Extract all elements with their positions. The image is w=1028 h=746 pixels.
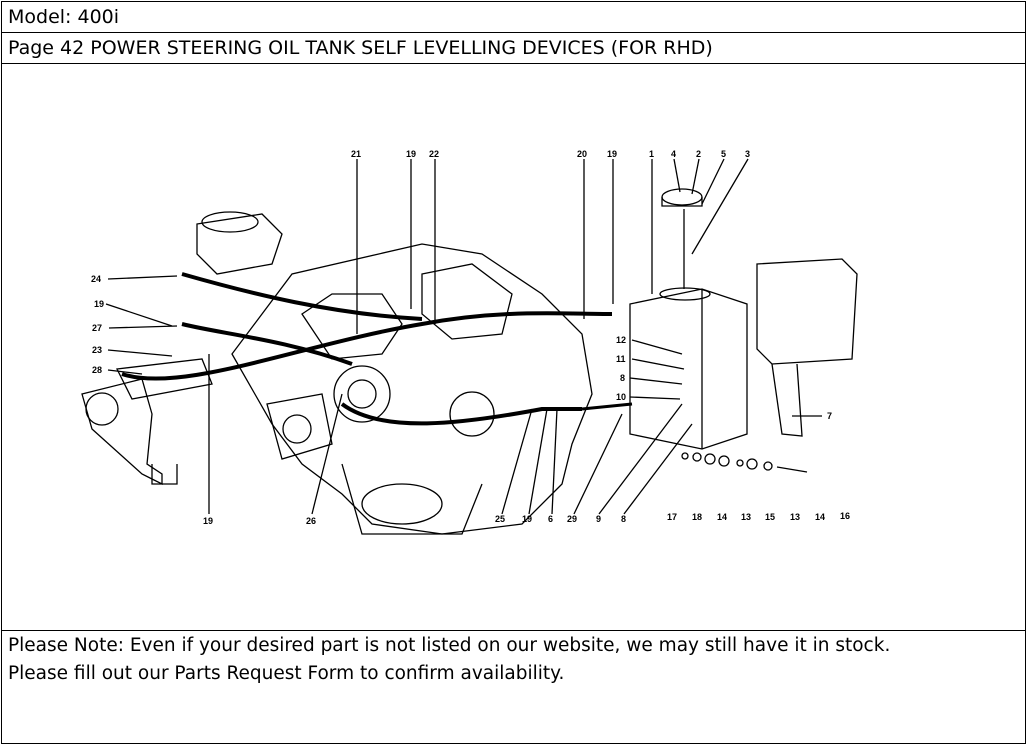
callout-label: 6: [548, 514, 553, 524]
note-line-1: Please Note: Even if your desired part i…: [8, 635, 891, 656]
parts-diagram: 21 19 22 20 19 1 4 2 5 3 24 19 27 23 28 …: [81, 149, 858, 535]
callout-label: 13: [741, 512, 751, 522]
callout-label: 25: [495, 514, 505, 524]
callout-label: 12: [616, 335, 626, 345]
model-label: Model: 400i: [8, 6, 120, 28]
callout-label: 4: [671, 149, 676, 159]
callout-label: 8: [621, 514, 626, 524]
callout-label: 17: [667, 512, 677, 522]
callout-label: 23: [92, 345, 102, 355]
callout-label: 19: [203, 516, 213, 526]
callout-label: 20: [577, 149, 587, 159]
callout-label: 24: [91, 274, 101, 284]
callout-label: 21: [351, 149, 361, 159]
diagram-area: 21 19 22 20 19 1 4 2 5 3 24 19 27 23 28 …: [2, 64, 1025, 631]
page-title: Page 42 POWER STEERING OIL TANK SELF LEV…: [8, 37, 713, 59]
callout-label: 10: [616, 392, 626, 402]
engine-drawing: [81, 158, 858, 535]
callout-labels: 21 19 22 20 19 1 4 2 5 3 24 19 27 23 28 …: [91, 149, 850, 526]
callout-label: 3: [745, 149, 750, 159]
callout-label: 9: [596, 514, 601, 524]
callout-label: 15: [765, 512, 775, 522]
note-line-2: Please fill out our Parts Request Form t…: [8, 663, 565, 684]
callout-label: 27: [92, 323, 102, 333]
callout-label: 1: [649, 149, 654, 159]
callout-label: 14: [815, 512, 825, 522]
callout-label: 19: [607, 149, 617, 159]
callout-label: 2: [696, 149, 701, 159]
callout-label: 19: [522, 514, 532, 524]
callout-label: 29: [567, 514, 577, 524]
callout-label: 19: [94, 299, 104, 309]
callout-label: 18: [692, 512, 702, 522]
note-area: Please Note: Even if your desired part i…: [2, 631, 1025, 744]
callout-label: 22: [429, 149, 439, 159]
model-row: Model: 400i: [2, 2, 1025, 33]
callout-label: 28: [92, 365, 102, 375]
callout-label: 26: [306, 516, 316, 526]
title-row: Page 42 POWER STEERING OIL TANK SELF LEV…: [2, 33, 1025, 64]
callout-label: 19: [406, 149, 416, 159]
callout-label: 11: [616, 354, 626, 364]
callout-label: 7: [827, 411, 832, 421]
callout-label: 14: [717, 512, 727, 522]
callout-label: 8: [620, 373, 625, 383]
callout-label: 16: [840, 511, 850, 521]
callout-label: 5: [721, 149, 726, 159]
callout-label: 13: [790, 512, 800, 522]
